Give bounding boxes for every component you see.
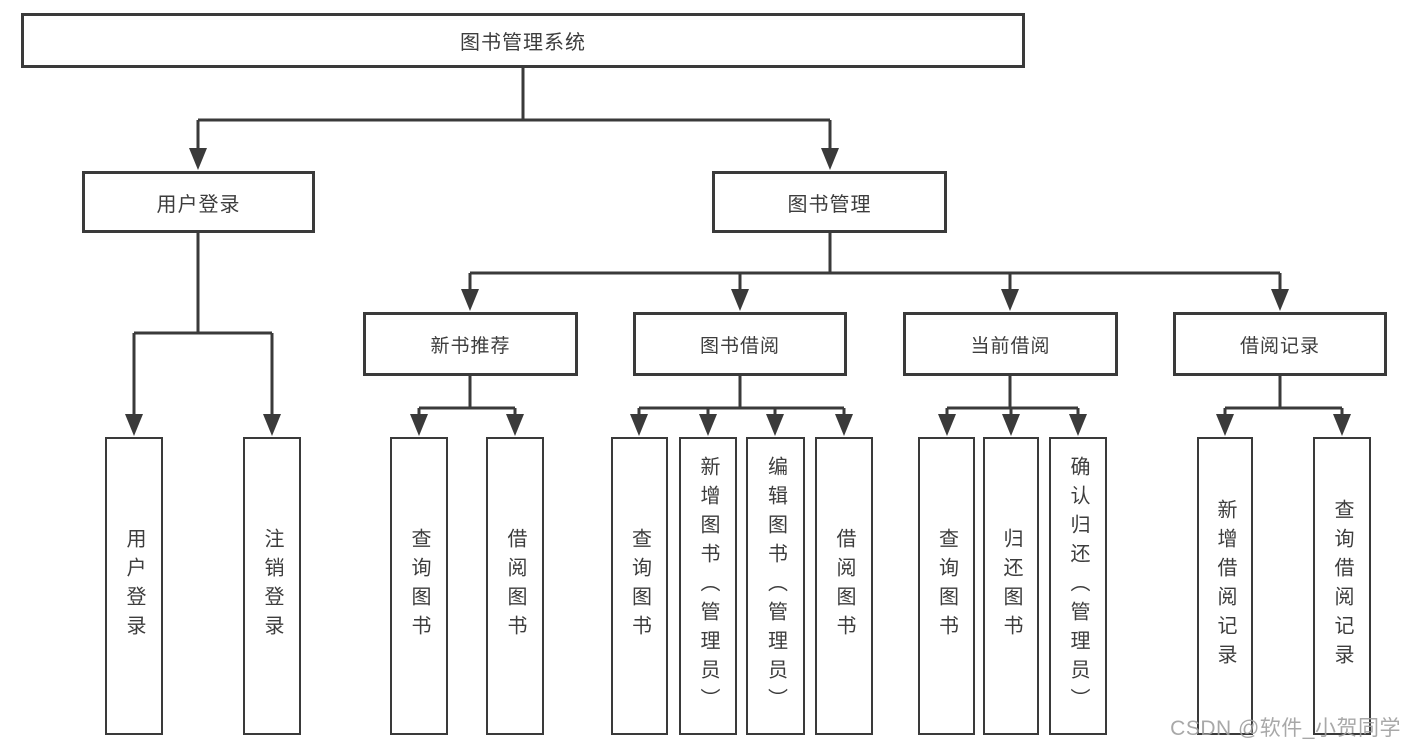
node-label: 用户登录 [156,193,241,216]
leaf-label: 查询借阅记录 [1331,499,1353,673]
leaf-label: 编辑图书（管理员） [764,455,787,717]
node-book-management: 图书管理 [712,171,947,233]
watermark-text: CSDN @软件_小贺同学 [1170,717,1401,740]
node-user-login: 用户登录 [82,171,315,233]
leaf-query-books-current: 查询图书 [918,437,975,735]
leaf-label: 查询图书 [935,528,958,644]
leaf-return-book: 归还图书 [983,437,1039,735]
node-new-book-recommend: 新书推荐 [363,312,578,376]
leaf-label: 归还图书 [1000,528,1022,644]
node-root-label: 图书管理系统 [460,32,586,54]
node-current-borrow: 当前借阅 [903,312,1118,376]
leaf-label: 确认归还（管理员） [1067,455,1089,717]
leaf-query-books-borrow: 查询图书 [611,437,668,735]
leaf-label: 新增借阅记录 [1214,499,1236,673]
leaf-label: 借阅图书 [833,528,855,644]
node-label: 借阅记录 [1239,335,1320,357]
leaf-label: 借阅图书 [504,528,526,644]
leaf-query-borrow-record: 查询借阅记录 [1313,437,1371,735]
leaf-add-borrow-record: 新增借阅记录 [1197,437,1253,735]
node-label: 当前借阅 [970,335,1051,357]
leaf-logout: 注销登录 [243,437,301,735]
leaf-label: 注销登录 [261,528,283,644]
leaf-query-books-recommend: 查询图书 [390,437,448,735]
node-label: 新书推荐 [430,335,511,357]
node-borrow-records: 借阅记录 [1173,312,1387,376]
leaf-label: 新增图书（管理员） [697,455,719,717]
leaf-confirm-return-admin: 确认归还（管理员） [1049,437,1107,735]
leaf-user-login: 用户登录 [105,437,163,735]
leaf-borrow-books-recommend: 借阅图书 [486,437,544,735]
leaf-label: 用户登录 [123,528,145,644]
leaf-add-book-admin: 新增图书（管理员） [679,437,737,735]
leaf-label: 查询图书 [628,528,651,644]
leaf-edit-book-admin: 编辑图书（管理员） [746,437,805,735]
node-label: 图书借阅 [699,335,780,357]
node-root: 图书管理系统 [21,13,1025,68]
leaf-borrow-books: 借阅图书 [815,437,873,735]
leaf-label: 查询图书 [408,528,430,644]
node-book-borrow: 图书借阅 [633,312,847,376]
node-label: 图书管理 [787,193,872,216]
